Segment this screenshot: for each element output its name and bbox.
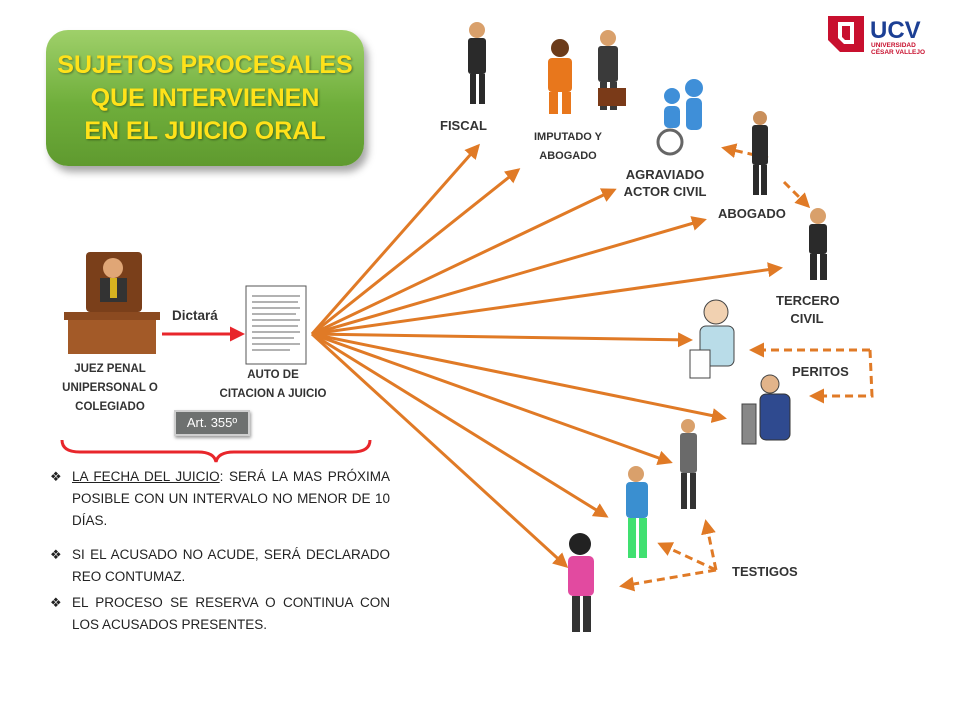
perito-scientist-icon: [741, 374, 791, 445]
arrow-testigo-3: [310, 332, 569, 569]
agraviado-figure-icon: [656, 79, 703, 156]
abogado-imputado-figure-icon: [598, 30, 626, 110]
abogado-label: ABOGADO: [718, 206, 786, 221]
arrow-tercero: [311, 262, 783, 336]
testigo-woman-icon: [568, 533, 594, 632]
judge-icon: [64, 252, 160, 354]
dictara-label: Dictará: [172, 308, 218, 323]
arrow-fiscal: [310, 143, 480, 335]
abogado-figure-icon: [752, 111, 768, 195]
article-badge: Art. 355º: [174, 410, 250, 436]
logo-name: UCV: [870, 17, 921, 44]
arrow-perito-2: [311, 332, 727, 423]
arrow-agraviado: [311, 188, 617, 336]
testigo-police-icon: [680, 419, 697, 509]
arrow-imputado: [311, 168, 521, 336]
bullet-item: ❖ LA FECHA DEL JUICIO: SERÁ LA MAS PRÓXI…: [50, 466, 390, 532]
ucv-logo: UCV UNIVERSIDAD CÉSAR VALLEJO: [828, 16, 925, 56]
arrow-testigo-1: [311, 332, 673, 466]
arrow-abogado: [311, 216, 707, 336]
fan-arrows: [310, 143, 783, 569]
brace: [60, 439, 372, 463]
testigo-man-icon: [626, 466, 648, 558]
fiscal-label: FISCAL: [440, 118, 487, 133]
arrow-testigo-2: [311, 332, 609, 518]
perito-doctor-icon: [689, 299, 735, 379]
title-box: SUJETOS PROCESALES QUE INTERVIENEN EN EL…: [46, 30, 364, 166]
bullet-item: ❖ EL PROCESO SE RESERVA O CONTINUA CON L…: [50, 592, 390, 636]
diamond-bullet-icon: ❖: [50, 595, 62, 610]
arrow-perito-1: [311, 332, 693, 348]
logo-subtitle-1: UNIVERSIDAD: [871, 42, 916, 49]
title-line-2: QUE INTERVIENEN: [90, 83, 320, 112]
diamond-bullet-icon: ❖: [50, 469, 62, 484]
bullet-list: ❖ LA FECHA DEL JUICIO: SERÁ LA MAS PRÓXI…: [50, 466, 390, 648]
diamond-bullet-icon: ❖: [50, 547, 62, 562]
imputado-figure-icon: [548, 39, 572, 114]
document-icon: [245, 285, 307, 365]
title-line-1: SUJETOS PROCESALES: [57, 50, 353, 79]
fiscal-figure-icon: [468, 22, 486, 104]
tercero-civil-figure-icon: [809, 208, 827, 280]
title-line-3: EN EL JUICIO ORAL: [84, 116, 326, 145]
testigos-label: TESTIGOS: [732, 564, 798, 579]
logo-subtitle-2: CÉSAR VALLEJO: [871, 47, 925, 56]
peritos-label: PERITOS: [792, 364, 849, 379]
bullet-item: ❖ SI EL ACUSADO NO ACUDE, SERÁ DECLARADO…: [50, 544, 390, 588]
